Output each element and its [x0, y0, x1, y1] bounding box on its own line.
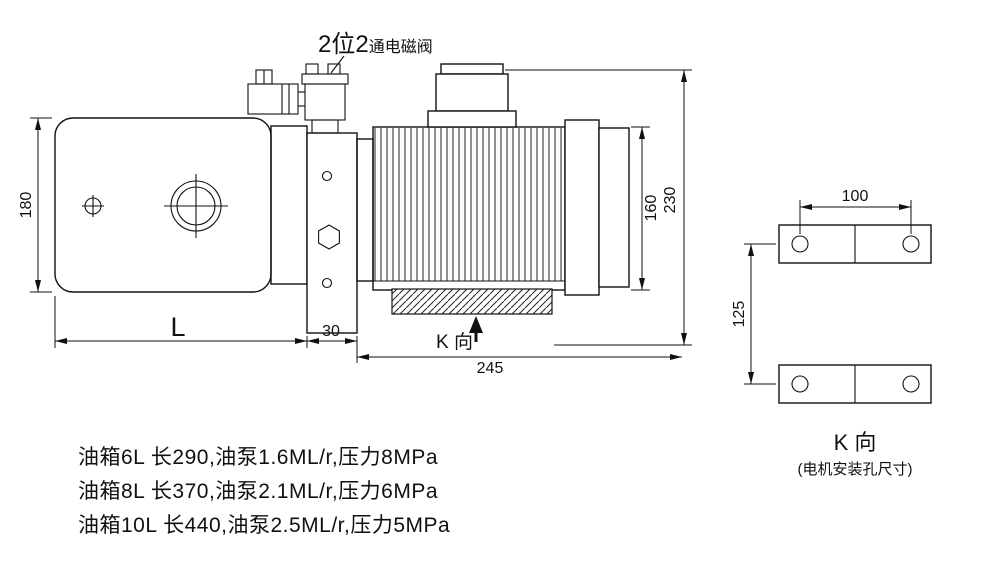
dim-tank-height: 180	[18, 117, 52, 293]
solenoid-coil	[247, 83, 299, 115]
dim-overall-height: 230	[505, 69, 692, 346]
spec-line-1: 油箱6L 长290,油泵1.6ML/r,压力8MPa	[78, 446, 438, 469]
junction-box-base	[427, 110, 517, 128]
k-direction-indicator: K 向	[436, 316, 483, 353]
solenoid-valve-label: 2位2通电磁阀	[318, 31, 433, 58]
dim-160-label: 160	[643, 195, 660, 222]
dim-230-label: 230	[662, 187, 679, 214]
pump-manifold	[306, 132, 358, 334]
dim-motor-height: 160	[631, 126, 660, 291]
valve-neck	[311, 119, 339, 134]
callout-leader-line	[330, 55, 345, 74]
solenoid-label-small: 通电磁阀	[369, 38, 433, 56]
mounting-hole	[791, 375, 809, 393]
motor-fan-cover	[598, 127, 630, 288]
dim-hole-spacing-height: 125	[731, 243, 776, 385]
solenoid-label-big: 2位2	[318, 31, 369, 58]
k-direction-arrow-icon	[469, 316, 483, 333]
hex-plug	[318, 224, 340, 250]
k-view: 100 125 K 向 (电机安装孔尺寸)	[731, 188, 932, 478]
dim-180-label: 180	[18, 192, 35, 219]
dim-245-label: 245	[477, 360, 504, 377]
mounting-hole	[791, 235, 809, 253]
solenoid-valve-assembly	[247, 63, 349, 134]
dim-125-label: 125	[731, 301, 748, 328]
dim-motor-length: 245	[356, 336, 682, 377]
solenoid-valve-callout: 2位2通电磁阀	[318, 31, 433, 74]
k-view-subtitle: (电机安装孔尺寸)	[798, 461, 913, 478]
dim-pump-block-width: 30	[307, 323, 357, 344]
dim-hole-spacing-width: 100	[799, 188, 912, 234]
manifold-block	[306, 132, 358, 334]
mounting-hole	[902, 235, 920, 253]
dim-tank-length: L	[54, 296, 308, 348]
dimensions: 180 L 30 245 160 230	[18, 69, 692, 377]
dim-100-label: 100	[842, 188, 869, 205]
electric-motor	[356, 63, 630, 315]
spec-table: 油箱6L 长290,油泵1.6ML/r,压力8MPa 油箱8L 长370,油泵2…	[78, 446, 450, 537]
motor-end-housing	[564, 119, 600, 296]
k-view-title: K 向	[834, 430, 877, 455]
spec-line-3: 油箱10L 长440,油泵2.5ML/r,压力5MPa	[78, 514, 450, 537]
mounting-hole	[902, 375, 920, 393]
manifold-port-bottom	[321, 277, 333, 289]
spec-line-2: 油箱8L 长370,油泵2.1ML/r,压力6MPa	[78, 480, 438, 503]
motor-fins	[374, 128, 564, 281]
junction-box	[435, 73, 509, 112]
dim-L-label: L	[170, 312, 185, 342]
motor-base-pad	[391, 288, 553, 315]
manifold-port-top	[321, 170, 333, 182]
k-direction-label: K 向	[436, 331, 473, 353]
junction-box-top	[440, 63, 504, 75]
dim-30-label: 30	[322, 323, 340, 340]
